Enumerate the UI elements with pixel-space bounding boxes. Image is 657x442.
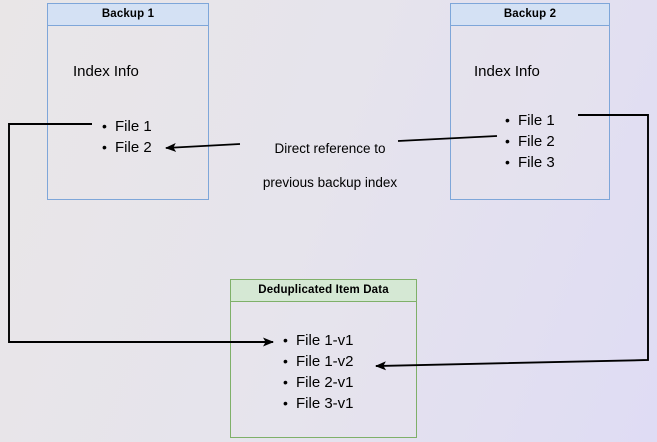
backup-1-box[interactable]: Backup 1 Index Info File 1 File 2 bbox=[47, 3, 209, 200]
list-item: File 3 bbox=[505, 152, 555, 173]
list-item: File 1-v2 bbox=[283, 351, 353, 372]
list-item: File 2-v1 bbox=[283, 372, 353, 393]
backup-2-title: Backup 2 bbox=[451, 4, 609, 26]
direct-reference-line-1: Direct reference to bbox=[274, 141, 386, 156]
backup-2-box[interactable]: Backup 2 Index Info File 1 File 2 File 3 bbox=[450, 3, 610, 200]
direct-reference-annotation: Direct reference to previous backup inde… bbox=[245, 123, 415, 208]
backup-2-index-info-label: Index Info bbox=[474, 63, 540, 80]
deduplicated-item-data-body: File 1-v1 File 1-v2 File 2-v1 File 3-v1 bbox=[231, 302, 416, 437]
backup-1-title: Backup 1 bbox=[48, 4, 208, 26]
list-item: File 3-v1 bbox=[283, 393, 353, 414]
backup-1-body: Index Info File 1 File 2 bbox=[48, 26, 208, 199]
backup-1-file-list: File 1 File 2 bbox=[98, 116, 152, 158]
list-item: File 1 bbox=[505, 110, 555, 131]
backup-2-file-list: File 1 File 2 File 3 bbox=[501, 110, 555, 173]
direct-reference-line-2: previous backup index bbox=[262, 175, 398, 190]
deduplicated-file-list: File 1-v1 File 1-v2 File 2-v1 File 3-v1 bbox=[279, 330, 353, 414]
list-item: File 2 bbox=[505, 131, 555, 152]
backup-1-index-info-label: Index Info bbox=[73, 63, 139, 80]
list-item: File 1-v1 bbox=[283, 330, 353, 351]
list-item: File 1 bbox=[102, 116, 152, 137]
deduplicated-item-data-box[interactable]: Deduplicated Item Data File 1-v1 File 1-… bbox=[230, 279, 417, 438]
deduplicated-item-data-title: Deduplicated Item Data bbox=[231, 280, 416, 302]
list-item: File 2 bbox=[102, 137, 152, 158]
backup-2-body: Index Info File 1 File 2 File 3 bbox=[451, 26, 609, 199]
